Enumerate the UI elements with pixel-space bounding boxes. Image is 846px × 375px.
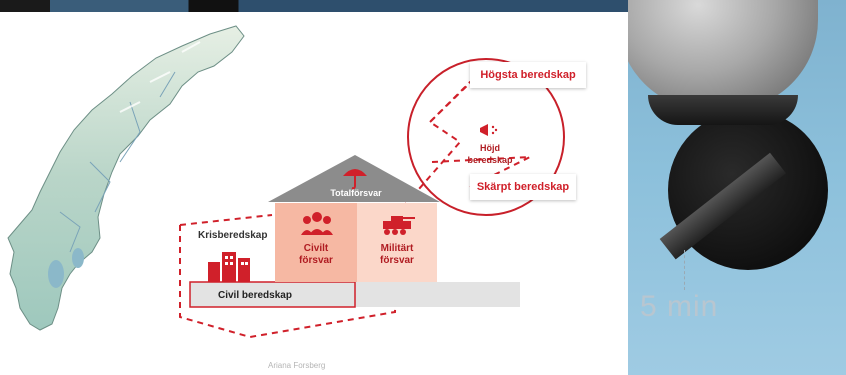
slide: Civilt försvar Militärt försvar Totalför… bbox=[0, 12, 628, 375]
militart-forsvar-label: Militärt försvar bbox=[380, 243, 414, 266]
civilt-forsvar-label: Civilt försvar bbox=[299, 243, 333, 266]
sensor-rim bbox=[648, 95, 798, 125]
zigzag-path bbox=[411, 76, 477, 198]
totalforsvar-label: Totalförsvar bbox=[330, 188, 382, 198]
militart-forsvar-block: Militärt försvar bbox=[357, 203, 437, 282]
readiness-circle bbox=[407, 58, 565, 216]
top-background-strip bbox=[0, 0, 628, 12]
timer-label: 5 min bbox=[640, 290, 719, 323]
photo-credit: Ariana Forsberg bbox=[268, 361, 326, 370]
sensor-dome bbox=[628, 0, 818, 110]
sensor-photo: 5 min bbox=[628, 0, 846, 375]
krisberedskap-label: Krisberedskap bbox=[198, 230, 268, 241]
megaphone-icon bbox=[480, 124, 498, 136]
hojd-beredskap-label: Höjd beredskap bbox=[467, 143, 513, 165]
umbrella-icon bbox=[343, 169, 367, 190]
civilt-forsvar-block: Civilt försvar bbox=[275, 203, 357, 282]
people-icon bbox=[301, 212, 333, 235]
timeline-dash bbox=[684, 250, 686, 290]
skarpt-beredskap-box: Skärpt beredskap bbox=[470, 174, 576, 200]
tank-icon bbox=[383, 216, 415, 235]
civil-beredskap-label: Civil beredskap bbox=[218, 290, 292, 301]
buildings-icon bbox=[208, 252, 250, 282]
hogsta-beredskap-box: Högsta beredskap bbox=[470, 62, 586, 88]
sweden-map bbox=[7, 25, 245, 331]
